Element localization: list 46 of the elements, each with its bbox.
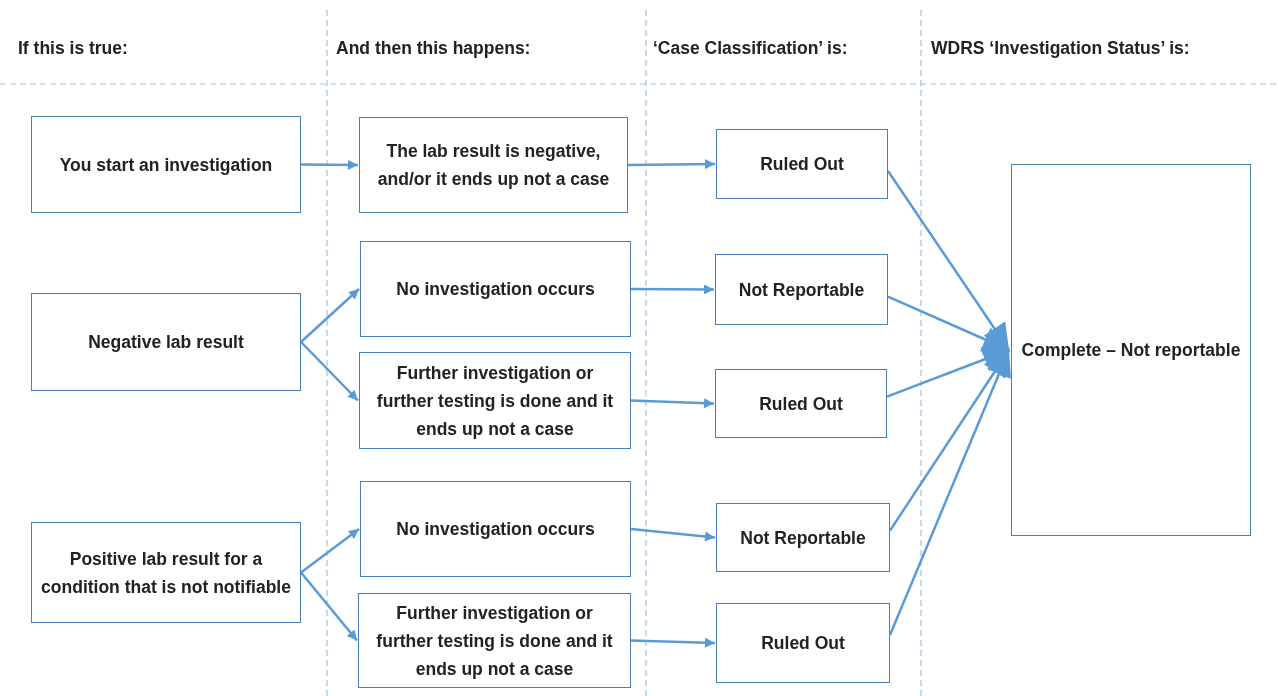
process-box: [359, 352, 631, 449]
process-box: [360, 481, 631, 577]
process-box: [715, 254, 888, 325]
box-text: Ruled Out: [761, 632, 845, 655]
box-text: No investigation occurs: [396, 518, 595, 541]
process-box: [716, 603, 890, 683]
arrow: [630, 637, 716, 648]
arrow: [300, 341, 359, 402]
arrow: [887, 295, 1010, 352]
arrow: [886, 347, 1010, 398]
arrow: [300, 528, 360, 574]
process-box: [359, 117, 628, 213]
process-box: [31, 522, 301, 623]
process-box: [716, 503, 890, 572]
column-header: And then this happens:: [336, 38, 531, 59]
box-text: Negative lab result: [88, 331, 244, 354]
arrow: [630, 398, 715, 409]
process-box: [715, 369, 887, 438]
process-box: [358, 593, 631, 688]
box-text: Positive lab result for a condition that is not notifiable: [40, 547, 292, 599]
box-text: Not Reportable: [738, 278, 865, 302]
arrow: [300, 571, 358, 642]
arrow: [630, 527, 716, 542]
arrow: [300, 288, 360, 343]
arrow: [888, 349, 1011, 636]
arrow: [628, 159, 715, 170]
process-box: [31, 116, 301, 213]
box-text: You start an investigation: [59, 153, 273, 177]
column-header: If this is true:: [18, 38, 128, 59]
column-header: WDRS ‘Investigation Status’ is:: [931, 38, 1190, 59]
process-box: [31, 293, 301, 391]
box-text: Ruled Out: [759, 392, 843, 416]
box-text: Further investigation or further testing is done and it ends up not a case: [375, 601, 614, 681]
box-text: Not Reportable: [740, 526, 866, 550]
process-box: [716, 129, 888, 199]
box-text: Complete – Not reportable: [1021, 339, 1241, 362]
column-header: ‘Case Classification’ is:: [653, 38, 848, 59]
arrow: [631, 284, 714, 295]
box-text: Further investigation or further testing is done and it ends up not a case: [375, 361, 615, 441]
arrow: [301, 159, 358, 170]
box-text: The lab result is negative, and/or it ends up not a case: [376, 140, 611, 191]
arrow: [886, 170, 1011, 351]
process-box: [1011, 164, 1251, 536]
box-text: No investigation occurs: [396, 278, 595, 301]
process-box: [360, 241, 631, 337]
box-text: Ruled Out: [760, 153, 844, 176]
